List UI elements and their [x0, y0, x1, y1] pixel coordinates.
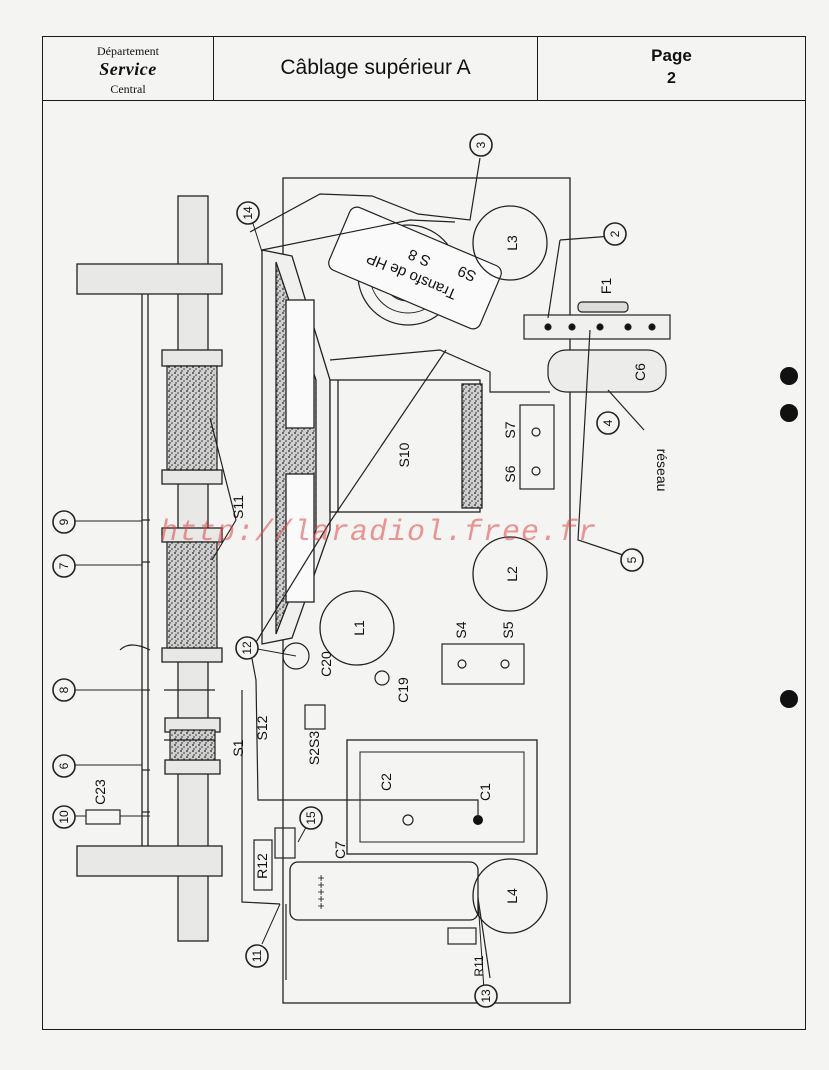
label-plus-marks: +++++ [314, 874, 328, 909]
callout-15 [299, 806, 323, 830]
loudspeaker [261, 249, 483, 645]
label-reseau: réseau [654, 449, 670, 492]
valve-L1 [319, 590, 395, 666]
valve-L2 [472, 536, 548, 612]
binder-hole-2 [780, 404, 798, 422]
dept-line3: Central [110, 82, 146, 96]
label-C19: C19 [395, 677, 411, 703]
coil-lower [166, 541, 218, 649]
label-F1: F1 [598, 278, 614, 295]
capacitor-block [346, 739, 538, 855]
callout-12 [235, 636, 259, 660]
callout-4-text: 4 [601, 419, 615, 426]
label-L1: L1 [351, 620, 367, 636]
callout-6-text: 6 [57, 762, 71, 769]
label-S2S3: S2S3 [306, 731, 322, 765]
socket-S4-S5 [441, 643, 525, 685]
binder-hole-3 [780, 690, 798, 708]
callout-13 [474, 984, 498, 1008]
label-C23: C23 [92, 779, 108, 805]
callout-4 [596, 411, 620, 435]
callout-5-text: 5 [625, 556, 639, 563]
department-cell: Département Service Central [43, 37, 214, 100]
binder-hole-1 [780, 367, 798, 385]
label-R12: R12 [254, 853, 270, 879]
callout-2-text: 2 [608, 230, 622, 237]
callouts [52, 133, 644, 1008]
page-frame: Département Service Central Câblage supé… [42, 36, 806, 1030]
dept-line1: Département [97, 44, 159, 58]
label-S12: S12 [254, 715, 270, 740]
title-cell: Câblage supérieur A [214, 37, 538, 100]
valve-L4 [472, 858, 548, 934]
fuse-strip [523, 301, 671, 393]
socket-S6-S7 [519, 404, 555, 490]
watermark: http://laradiol.free.fr [160, 516, 598, 550]
dept-service: Service [99, 59, 157, 79]
callout-14-text: 14 [241, 206, 255, 220]
header: Département Service Central Câblage supé… [43, 37, 805, 101]
coil-small [169, 729, 216, 761]
label-S11: S11 [230, 495, 246, 519]
label-C6: C6 [632, 363, 648, 381]
valve-L3 [472, 205, 548, 281]
label-C7: C7 [332, 841, 348, 859]
callout-8 [52, 678, 76, 702]
coil-upper [166, 365, 218, 471]
callout-5 [620, 548, 644, 572]
callout-10 [52, 805, 76, 829]
label-S6: S6 [502, 465, 518, 482]
wiring [119, 157, 645, 980]
label-L2: L2 [504, 566, 520, 582]
callout-7-text: 7 [57, 562, 71, 569]
label-S1: S1 [230, 739, 246, 756]
callout-13-text: 13 [479, 989, 493, 1003]
page-cell: Page 2 [538, 37, 805, 100]
callout-11-text: 11 [250, 949, 264, 962]
callout-11 [245, 944, 269, 968]
transfo-label-box [328, 206, 502, 330]
transfo-s9: S9 [455, 262, 479, 285]
capacitor-C7 [289, 861, 479, 921]
callout-9 [52, 510, 76, 534]
label-S10: S10 [396, 442, 412, 467]
callout-9-text: 9 [57, 518, 71, 525]
callout-2 [603, 222, 627, 246]
callout-14 [236, 201, 260, 225]
label-S7: S7 [502, 421, 518, 438]
page-number: 2 [667, 70, 676, 87]
callout-10-text: 10 [57, 810, 71, 824]
label-C20: C20 [318, 651, 334, 677]
label-S4: S4 [453, 621, 469, 638]
label-L3: L3 [504, 235, 520, 251]
callout-8-text: 8 [57, 686, 71, 693]
label-L4: L4 [504, 888, 520, 904]
callout-3 [469, 133, 493, 157]
label-S5: S5 [500, 621, 516, 638]
callout-3-text: 3 [474, 141, 488, 148]
label-R11: R11 [472, 955, 486, 976]
callout-7 [52, 554, 76, 578]
callout-12-text: 12 [240, 641, 254, 655]
callout-6 [52, 754, 76, 778]
page-title: Câblage supérieur A [280, 56, 471, 79]
label-C2: C2 [378, 773, 394, 791]
page-label: Page [651, 46, 692, 65]
callout-15-text: 15 [304, 811, 318, 825]
label-C1: C1 [477, 783, 493, 801]
